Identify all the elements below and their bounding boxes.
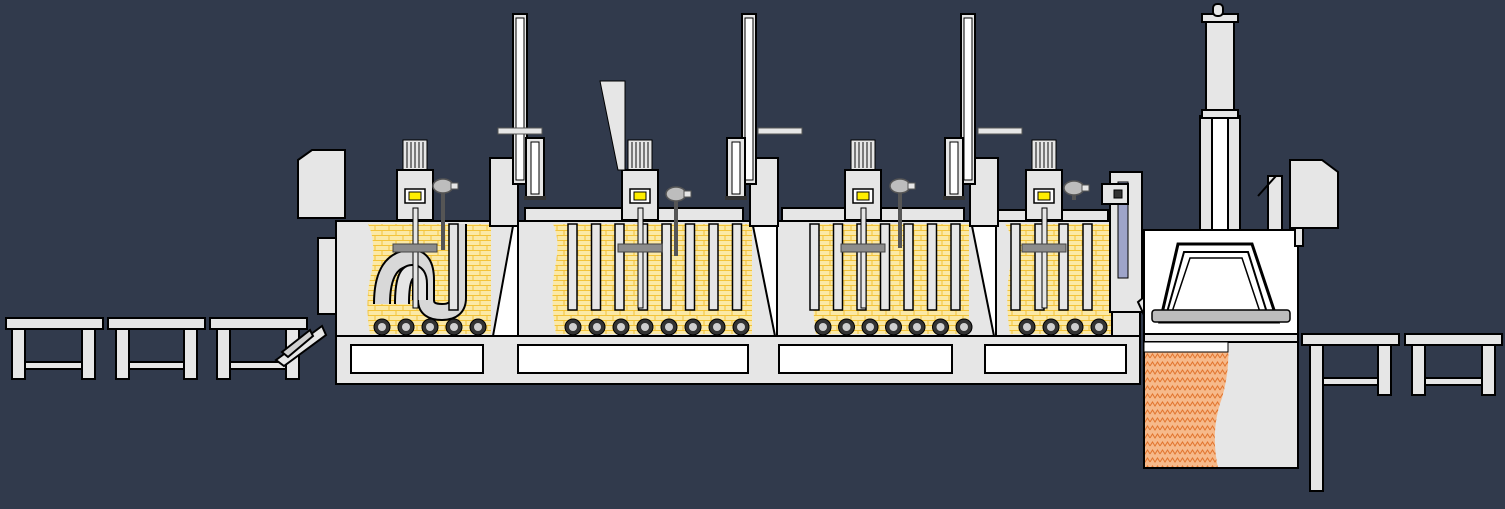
entry-roller-table-2 <box>107 317 206 380</box>
pneumatic-cylinder-3 <box>943 137 965 200</box>
radiant-tube-2-6 <box>684 223 696 311</box>
base-window-1 <box>350 344 484 374</box>
fan-motor-zone-4 <box>1021 139 1067 309</box>
radiant-tube-2-2 <box>590 223 602 311</box>
radiant-tube-3-2 <box>832 223 844 311</box>
pneumatic-cylinder-1 <box>524 137 546 200</box>
roller-1-2 <box>397 318 415 336</box>
roller-2-3 <box>612 318 630 336</box>
roller-2-1 <box>564 318 582 336</box>
radiant-tube-2-8 <box>731 223 743 311</box>
indicator-light-icon <box>856 191 870 201</box>
fan-motor-zone-3 <box>840 139 886 309</box>
roller-3-3 <box>861 318 879 336</box>
roller-4-3 <box>1066 318 1084 336</box>
radiant-tube-2-7 <box>708 223 719 311</box>
roller-1-3 <box>421 318 439 336</box>
indicator-light-icon <box>633 191 647 201</box>
entry-hood <box>297 149 346 219</box>
roller-2-4 <box>636 318 654 336</box>
radiant-tube-3-5 <box>903 223 914 311</box>
roller-3-5 <box>908 318 926 336</box>
door-lift-2 <box>741 13 803 227</box>
roller-2-5 <box>660 318 678 336</box>
entry-door <box>274 324 328 368</box>
radiant-tube-3-6 <box>926 223 938 311</box>
radiant-tube-1-1 <box>448 223 459 311</box>
circulation-fans <box>392 139 1067 309</box>
thermocouple-1 <box>432 178 459 250</box>
radiant-tube-3-1 <box>809 223 820 311</box>
roller-4-2 <box>1042 318 1060 336</box>
radiant-tube-4-3 <box>1058 223 1069 311</box>
entry-roller-table-1 <box>5 317 104 380</box>
radiant-tube-4-4 <box>1082 223 1093 311</box>
roller-1-4 <box>445 318 463 336</box>
roller-2-6 <box>684 318 702 336</box>
radiant-tube-3-7 <box>950 223 961 311</box>
flue-funnel <box>599 80 626 171</box>
zone-2-chamber <box>552 224 752 334</box>
thermocouple-4 <box>1063 180 1090 200</box>
roller-3-2 <box>838 318 855 336</box>
exit-door-column <box>1101 171 1143 313</box>
base-window-3 <box>778 344 953 374</box>
exit-side-post <box>1294 227 1304 247</box>
roller-2-7 <box>708 318 726 336</box>
radiant-tube-3-4 <box>879 223 891 311</box>
radiant-tube-2-1 <box>567 223 578 311</box>
radiant-tube-2-5 <box>661 223 672 311</box>
quench-chamber <box>1143 229 1299 343</box>
roller-4-1 <box>1018 318 1036 336</box>
roller-1-1 <box>373 318 391 336</box>
roller-2-8 <box>732 318 750 336</box>
base-window-4 <box>984 344 1127 374</box>
radiant-tube-2-3 <box>614 223 625 311</box>
quench-oil-tank <box>1143 341 1299 469</box>
roller-3-7 <box>955 318 973 336</box>
fan-motor-zone-2 <box>617 139 663 309</box>
roller-3-4 <box>885 318 902 336</box>
quench-cylinder <box>1199 3 1241 233</box>
door-lift-3 <box>960 13 1023 227</box>
pneumatic-cylinder-2 <box>725 137 747 200</box>
base-window-2 <box>517 344 749 374</box>
thermocouples <box>432 178 1090 256</box>
thermocouple-3 <box>889 178 916 248</box>
roller-1-5 <box>469 318 487 336</box>
indicator-light-icon <box>408 191 422 201</box>
door-lifts <box>489 13 1023 227</box>
exit-hood <box>1257 159 1339 231</box>
roller-2-2 <box>588 318 606 336</box>
thermocouple-2 <box>665 186 692 256</box>
roller-3-6 <box>932 318 949 336</box>
conveyor-rollers <box>373 318 1108 336</box>
door-lift-1 <box>489 13 543 227</box>
roller-4-4 <box>1090 318 1108 336</box>
roof-panels <box>524 207 1109 222</box>
fan-motor-zone-1 <box>392 139 438 309</box>
roller-3-1 <box>814 318 832 336</box>
indicator-light-icon <box>1037 191 1051 201</box>
radiant-tube-4-1 <box>1010 223 1021 311</box>
exit-roller-table-2 <box>1404 333 1503 396</box>
entry-side-panel <box>317 237 337 315</box>
exit-roller-table-1 <box>1301 333 1400 492</box>
